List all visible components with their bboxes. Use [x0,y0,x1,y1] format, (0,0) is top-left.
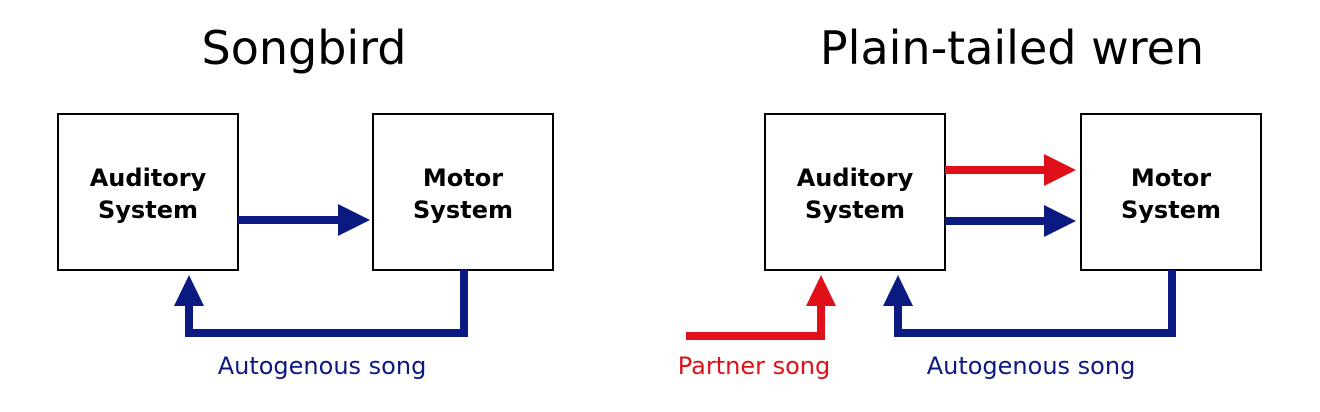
songbird-motor-box [372,113,554,271]
wren-feedback-arrow [883,270,1176,337]
songbird-feedback-arrow [174,270,468,337]
songbird-feedback-label: Autogenous song [218,352,427,380]
wren-auditory-box [764,113,946,271]
wren-motor-label-line1: Motor [1131,164,1211,192]
songbird-auditory-label-line1: Auditory [90,164,207,192]
wren-partner-input-arrow [686,275,836,340]
wren-panel: Plain-tailed wren Auditory System Motor … [678,21,1262,380]
songbird-auditory-to-motor-arrow [238,204,370,236]
songbird-panel: Songbird Auditory System Motor System Au… [57,21,554,380]
wren-motor-box [1080,113,1262,271]
songbird-auditory-label-line2: System [98,196,198,224]
wren-partner-label: Partner song [678,352,830,380]
wren-title: Plain-tailed wren [820,21,1204,75]
songbird-auditory-box [57,113,239,271]
wren-auditory-label-line2: System [805,196,905,224]
wren-auditory-label-line1: Auditory [797,164,914,192]
wren-own-auditory-to-motor-arrow [945,205,1076,237]
wren-partner-auditory-to-motor-arrow [945,154,1076,186]
songbird-motor-label-line1: Motor [423,164,503,192]
wren-motor-label-line2: System [1121,196,1221,224]
wren-feedback-label: Autogenous song [927,352,1136,380]
songbird-title: Songbird [202,21,407,75]
songbird-motor-label-line2: System [413,196,513,224]
